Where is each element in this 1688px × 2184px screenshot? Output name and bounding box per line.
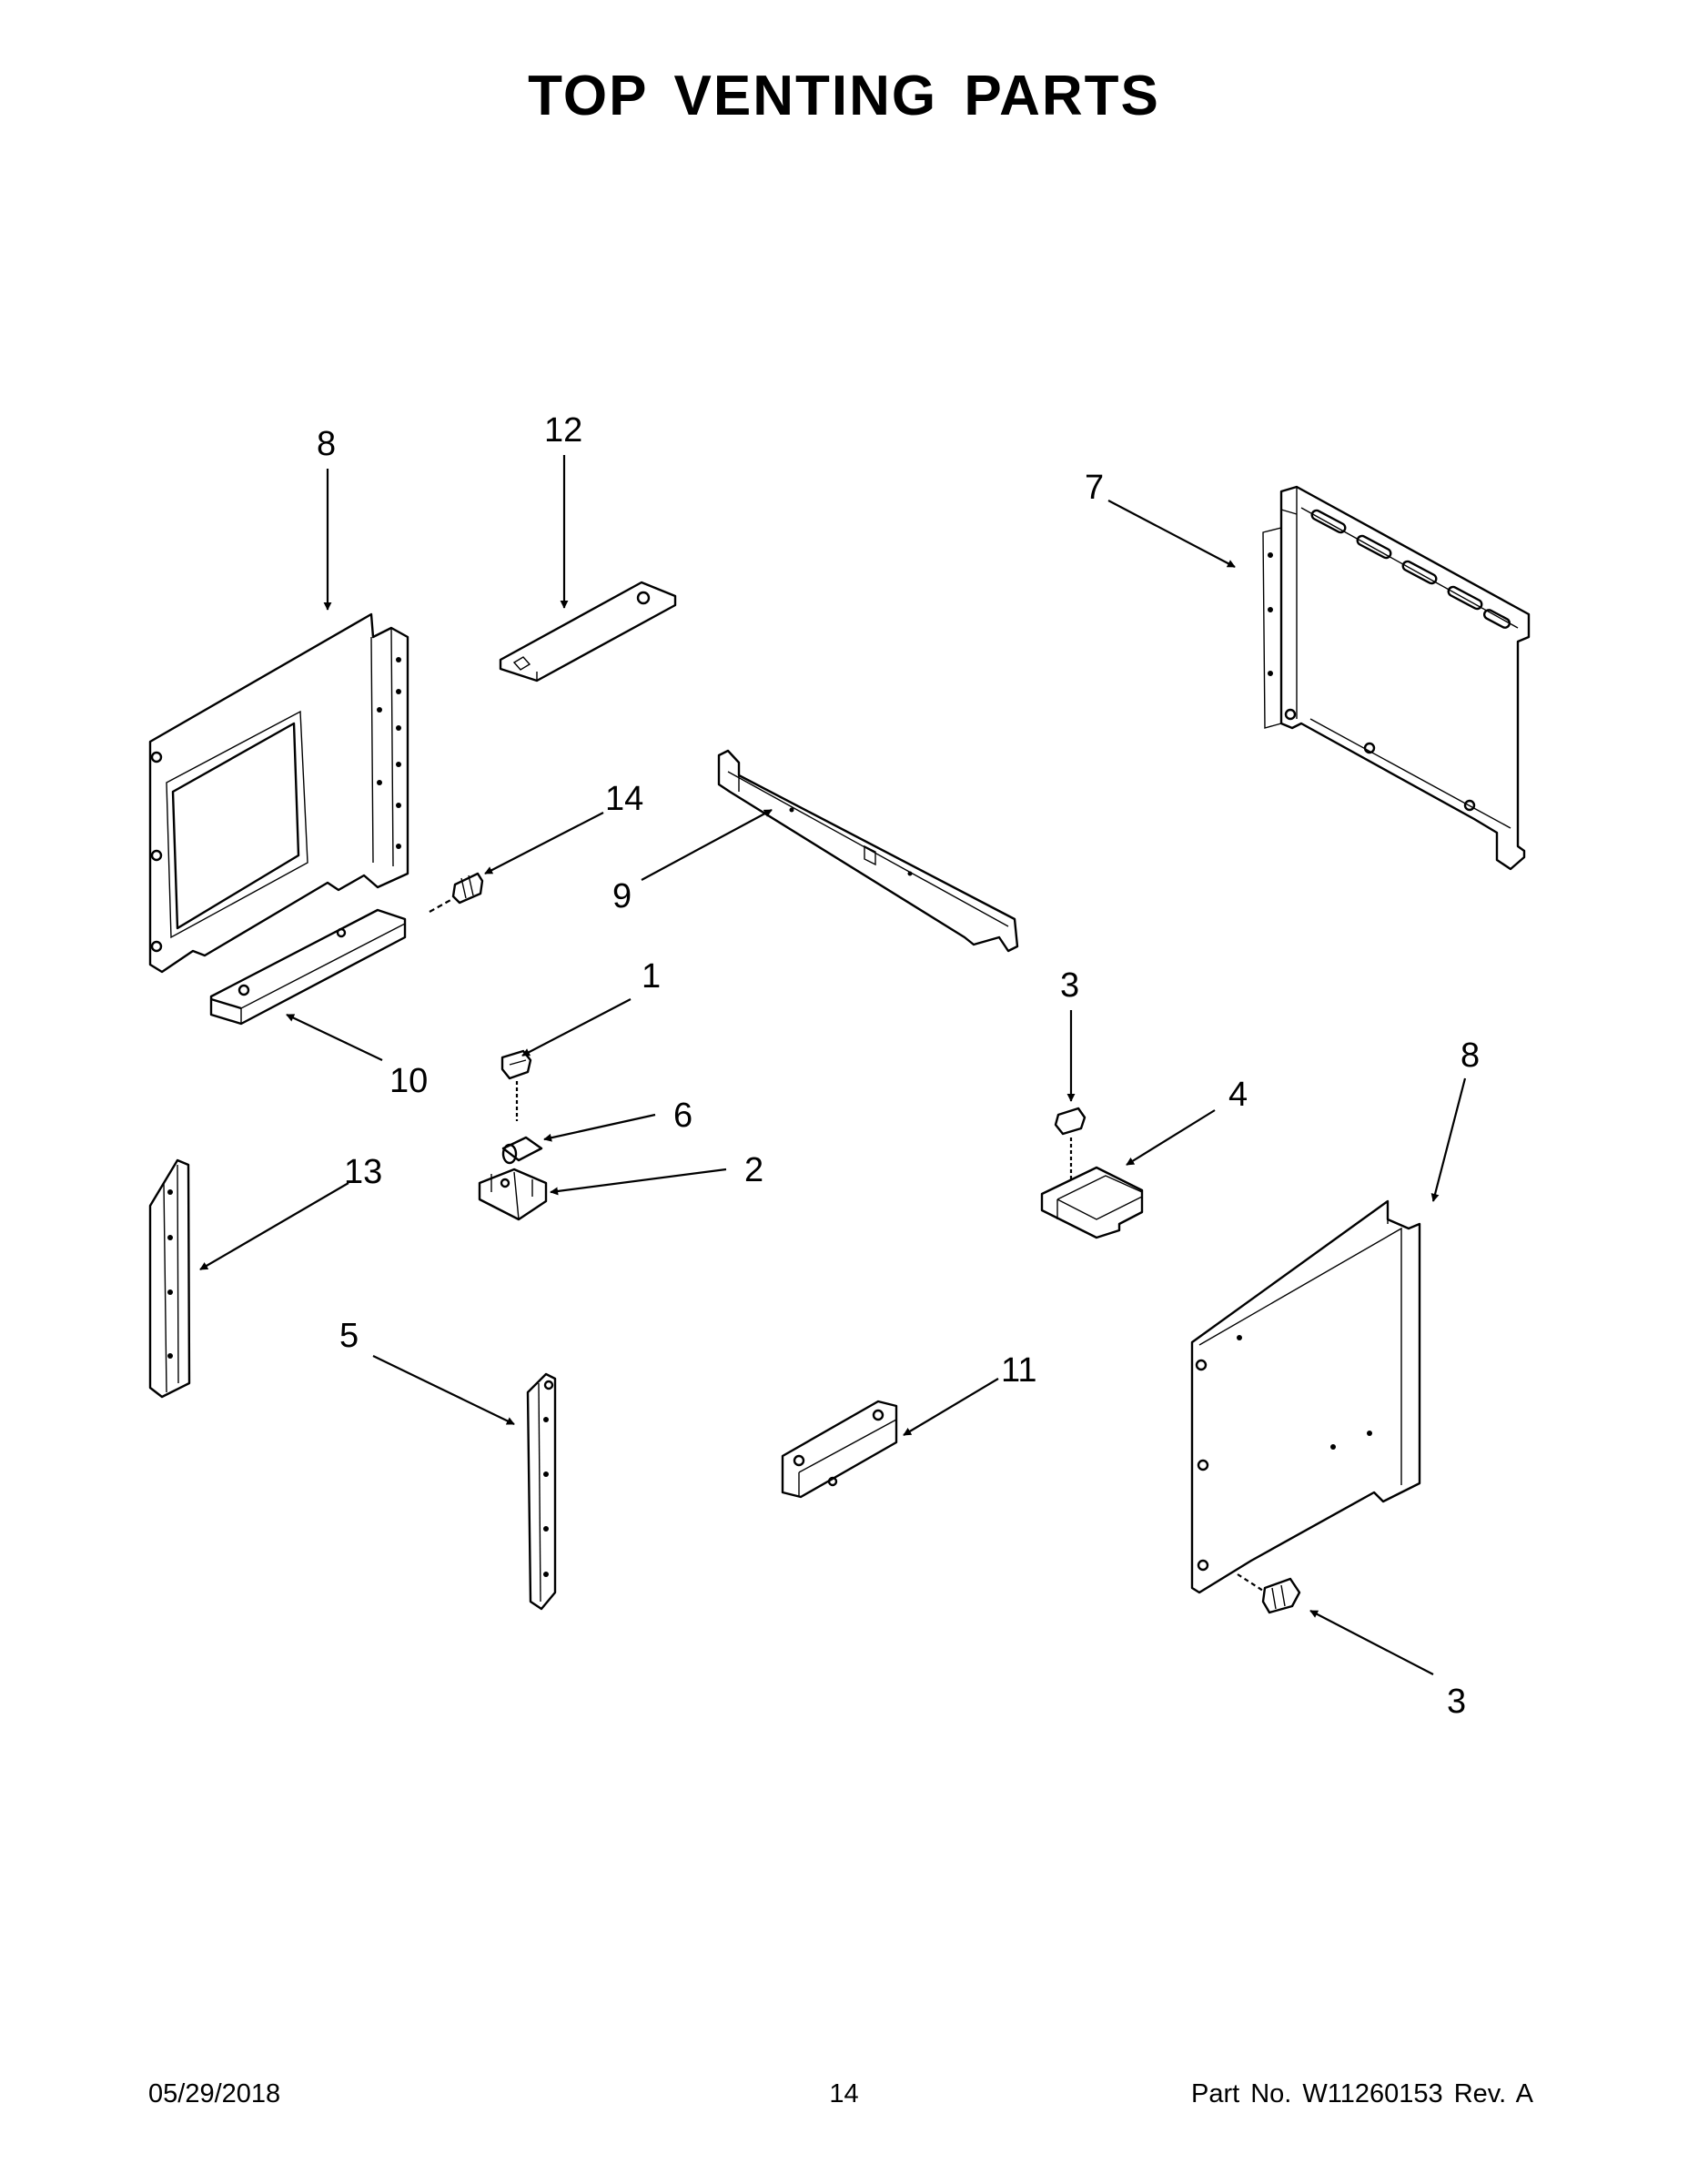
part-6-fuse	[501, 1136, 543, 1165]
part-5-vertical-rail	[526, 1372, 557, 1611]
callout-2: 2	[744, 1151, 763, 1189]
leader-9	[641, 809, 773, 881]
leader-7	[1107, 500, 1236, 568]
part-7-back-panel	[1262, 485, 1531, 871]
callout-10: 10	[389, 1062, 428, 1100]
callout-1: 1	[642, 957, 661, 996]
leader-11	[903, 1378, 999, 1436]
leader-10	[286, 1014, 383, 1061]
part-1-screw	[500, 1049, 532, 1121]
leader-lines	[199, 455, 1467, 1675]
part-11-bracket	[781, 1400, 898, 1499]
footer-part-number: Part No. W11260153 Rev. A	[1190, 2079, 1533, 2108]
callout-11: 11	[1001, 1351, 1036, 1390]
part-4-module	[1040, 1166, 1144, 1239]
callout-14: 14	[605, 780, 643, 818]
callout-8-lower: 8	[1461, 1036, 1480, 1075]
part-9-rail	[717, 749, 1019, 953]
leader-3-lower	[1309, 1610, 1434, 1675]
part-12-plate	[499, 581, 677, 682]
callout-6: 6	[673, 1097, 692, 1135]
part-2-fuse-holder	[478, 1168, 548, 1221]
part-3-lower-screw	[1237, 1573, 1301, 1614]
leader-5	[372, 1355, 515, 1425]
callout-7: 7	[1085, 469, 1104, 507]
leader-14	[484, 812, 604, 875]
part-13-vertical-rail	[148, 1158, 191, 1399]
callout-3-upper: 3	[1060, 966, 1079, 1005]
callout-8-upper: 8	[317, 425, 336, 463]
footer-date: 05/29/2018	[148, 2079, 281, 2108]
leader-2	[550, 1168, 727, 1196]
footer-page-number: 14	[829, 2079, 859, 2108]
part-14-screw	[429, 872, 484, 913]
callout-5: 5	[339, 1317, 359, 1355]
leader-13	[199, 1182, 349, 1270]
part-10-bracket	[209, 908, 407, 1026]
callout-9: 9	[612, 877, 632, 915]
callout-13: 13	[344, 1153, 382, 1191]
part-8-right-side-panel	[1190, 1199, 1421, 1594]
callout-3-lower: 3	[1447, 1683, 1466, 1721]
part-8-left-side-panel	[148, 612, 409, 974]
leader-8-lower	[1430, 1077, 1467, 1202]
callout-4: 4	[1228, 1076, 1248, 1114]
leader-4	[1126, 1109, 1216, 1166]
leader-6	[543, 1113, 656, 1142]
callout-labels: 8 12 7 14 9 1 10 6 2 3 4 8 13 5 11 3	[317, 411, 1480, 1721]
page-title: TOP VENTING PARTS	[528, 65, 1160, 127]
leader-1	[521, 998, 632, 1057]
callout-12: 12	[544, 411, 582, 450]
part-3-upper-screw	[1054, 1107, 1087, 1183]
